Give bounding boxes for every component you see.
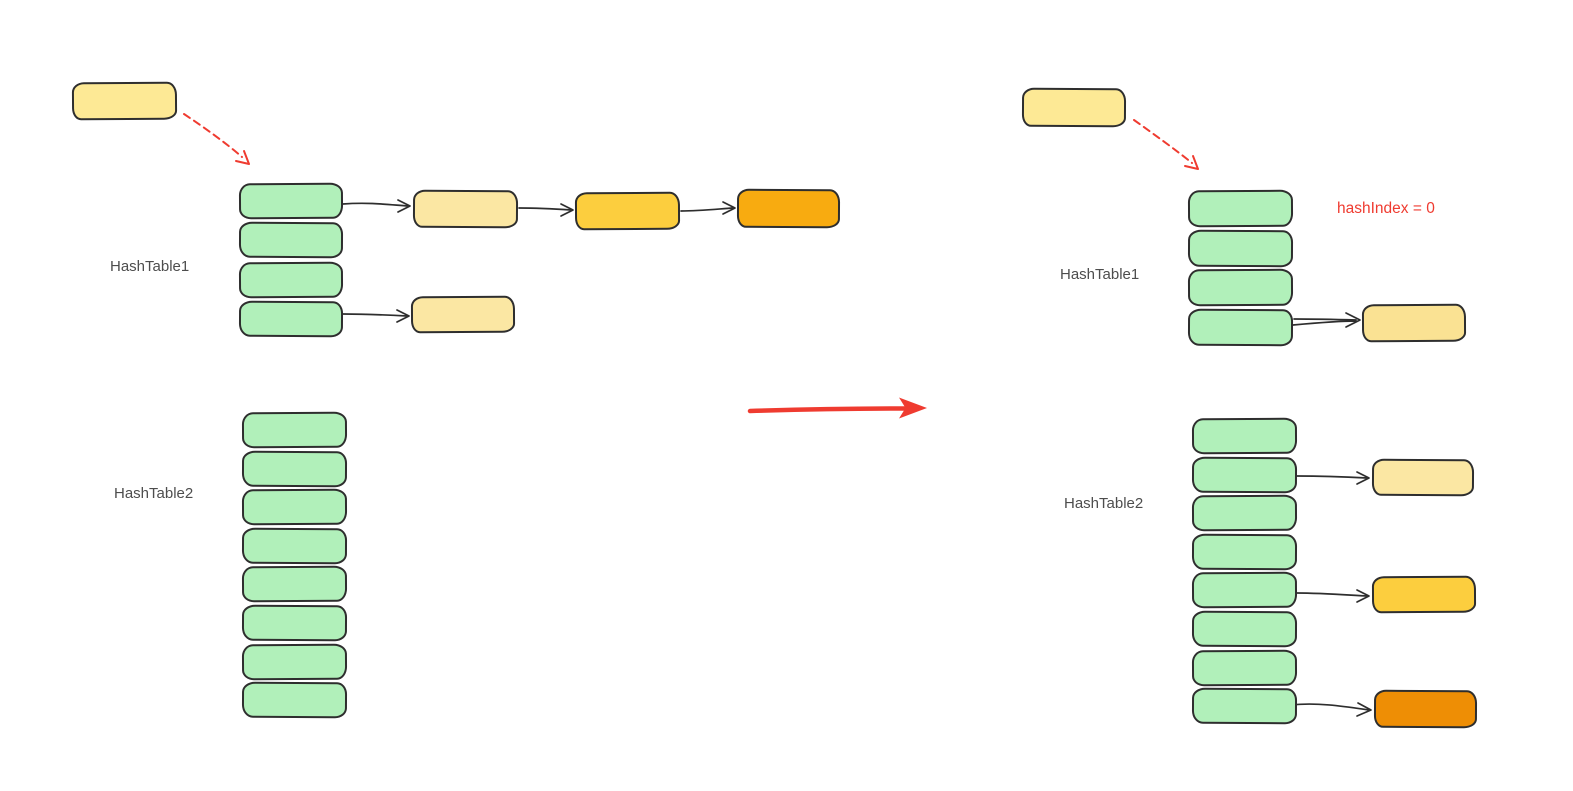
bucket-0 — [1187, 189, 1294, 228]
right-table2-buckets — [1191, 417, 1298, 725]
left-chain-node-3 — [736, 188, 841, 229]
bucket-5 — [241, 604, 348, 642]
arrow-left-t1-b3-to-node4 — [342, 309, 410, 323]
arrow-left-t1-b0-to-node1 — [342, 199, 411, 213]
dashed-arrow-left-head — [235, 150, 250, 165]
bucket-3 — [1187, 308, 1294, 347]
bucket-4 — [241, 566, 348, 603]
bucket-6 — [1191, 649, 1298, 686]
bucket-0 — [241, 411, 348, 449]
arrow-left-node1-to-node2 — [518, 203, 574, 217]
arrow-right-t2-b1-to-node — [1296, 471, 1370, 485]
left-table1-label: HashTable1 — [110, 258, 190, 275]
left-chain-node-1 — [412, 189, 519, 229]
bucket-6 — [241, 643, 348, 680]
bucket-1 — [1191, 456, 1298, 493]
right-t2-bucket4-node — [1371, 575, 1477, 614]
bucket-2 — [1187, 268, 1294, 307]
bucket-7 — [241, 681, 348, 719]
left-bucket3-node — [410, 295, 516, 334]
bucket-0 — [238, 182, 344, 220]
transition-arrow-head — [899, 397, 927, 419]
dashed-arrow-left-key-to-table — [183, 113, 243, 158]
left-table2-buckets — [241, 411, 348, 719]
dashed-arrow-right-key-to-table — [1133, 119, 1193, 164]
transition-arrow-shaft — [747, 406, 915, 414]
right-key-box — [1021, 87, 1127, 128]
left-chain-node-2 — [574, 191, 681, 231]
right-table1-buckets — [1187, 189, 1294, 347]
bucket-2 — [241, 488, 348, 526]
bucket-3 — [238, 300, 344, 338]
arrow-left-node2-to-node3 — [680, 201, 736, 215]
right-t2-bucket1-node — [1371, 458, 1475, 497]
bucket-1 — [241, 450, 348, 487]
bucket-2 — [238, 261, 344, 298]
dashed-arrow-right-head — [1184, 155, 1199, 170]
bucket-7 — [1191, 687, 1298, 725]
left-table1-buckets — [238, 182, 344, 338]
right-table1-label: HashTable1 — [1060, 266, 1140, 283]
right-t1-bucket3-node — [1361, 303, 1467, 343]
arrow-right-t1-b3-to-node — [1292, 312, 1361, 328]
bucket-4 — [1191, 572, 1298, 609]
right-t2-bucket7-node — [1373, 689, 1478, 729]
bucket-2 — [1191, 494, 1298, 532]
hash-index-annotation: hashIndex = 0 — [1337, 200, 1435, 217]
left-key-box — [71, 81, 178, 121]
bucket-5 — [1191, 610, 1298, 648]
bucket-1 — [238, 222, 344, 259]
left-table2-label: HashTable2 — [114, 485, 194, 502]
bucket-3 — [1191, 533, 1298, 571]
bucket-0 — [1191, 417, 1298, 455]
bucket-3 — [241, 527, 348, 565]
arrow-right-t2-b4-to-node — [1296, 589, 1370, 603]
right-table2-label: HashTable2 — [1064, 495, 1144, 512]
bucket-1 — [1187, 229, 1294, 267]
arrow-right-t2-b7-to-node — [1291, 702, 1372, 717]
